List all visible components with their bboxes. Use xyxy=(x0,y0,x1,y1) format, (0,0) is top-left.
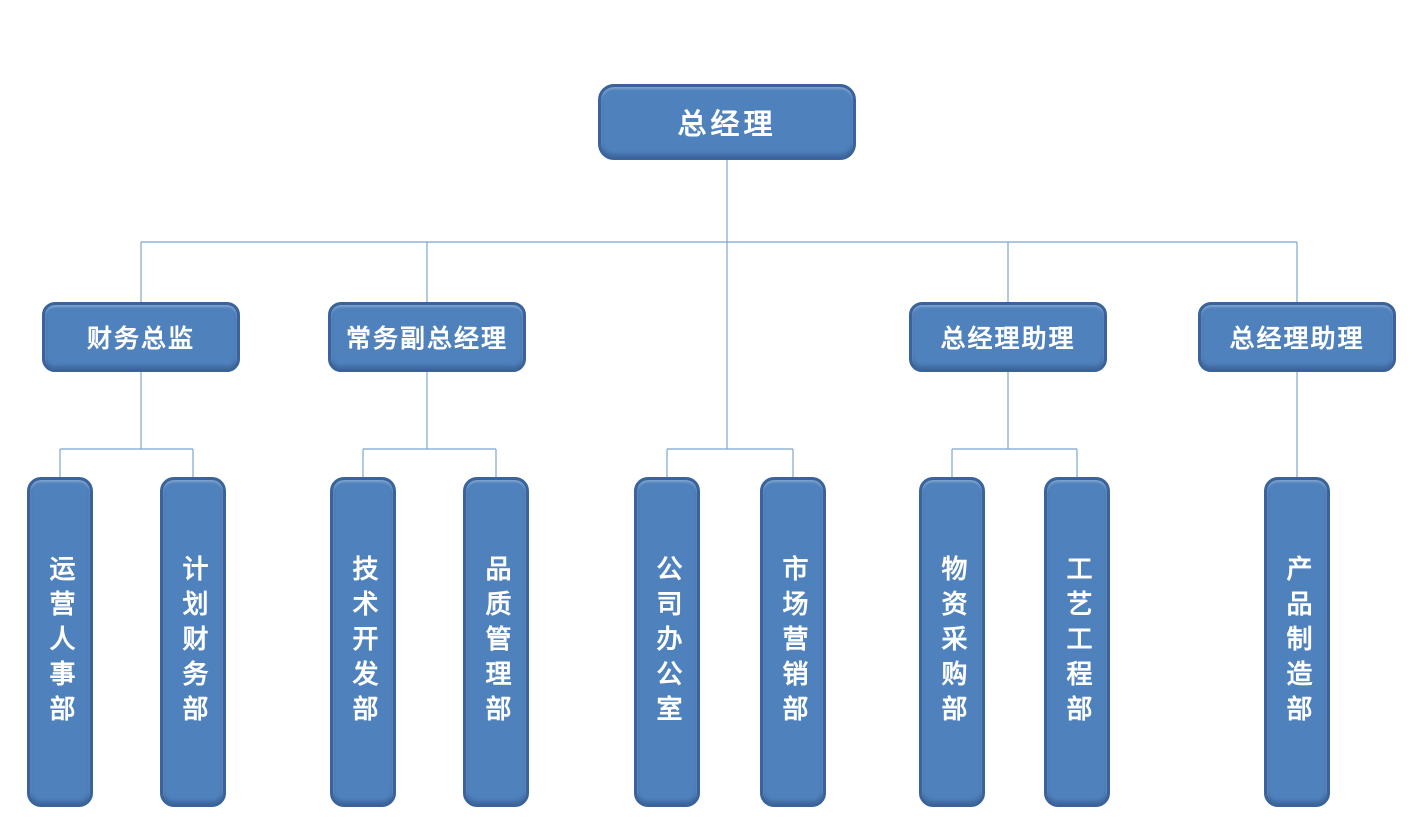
node-quality-management-dept: 品质管理部 xyxy=(463,477,529,807)
node-gm-assistant-2: 总经理助理 xyxy=(1198,302,1396,372)
node-label: 物资采购部 xyxy=(937,554,967,730)
node-finance-director: 财务总监 xyxy=(42,302,240,372)
node-label: 公司办公室 xyxy=(652,554,682,730)
node-general-manager: 总经理 xyxy=(598,84,856,160)
node-planning-finance-dept: 计划财务部 xyxy=(160,477,226,807)
node-marketing-dept: 市场营销部 xyxy=(760,477,826,807)
node-material-procurement-dept: 物资采购部 xyxy=(919,477,985,807)
node-label: 常务副总经理 xyxy=(345,324,508,353)
node-label: 工艺工程部 xyxy=(1062,554,1092,730)
node-process-engineering-dept: 工艺工程部 xyxy=(1044,477,1110,807)
node-label: 运营人事部 xyxy=(45,554,75,730)
node-company-office: 公司办公室 xyxy=(634,477,700,807)
node-label: 总经理助理 xyxy=(1229,324,1365,353)
node-label: 总经理助理 xyxy=(940,324,1076,353)
node-label: 总经理 xyxy=(677,107,777,141)
node-product-manufacturing-dept: 产品制造部 xyxy=(1264,477,1330,807)
node-label: 产品制造部 xyxy=(1282,554,1312,730)
node-operations-hr-dept: 运营人事部 xyxy=(27,477,93,807)
connector-path xyxy=(59,160,1298,477)
node-label: 计划财务部 xyxy=(178,554,208,730)
node-label: 财务总监 xyxy=(86,324,195,353)
node-tech-development-dept: 技术开发部 xyxy=(330,477,396,807)
node-label: 技术开发部 xyxy=(348,554,378,730)
node-deputy-general-manager: 常务副总经理 xyxy=(328,302,526,372)
node-label: 市场营销部 xyxy=(778,554,808,730)
node-gm-assistant-1: 总经理助理 xyxy=(909,302,1107,372)
node-label: 品质管理部 xyxy=(481,554,511,730)
